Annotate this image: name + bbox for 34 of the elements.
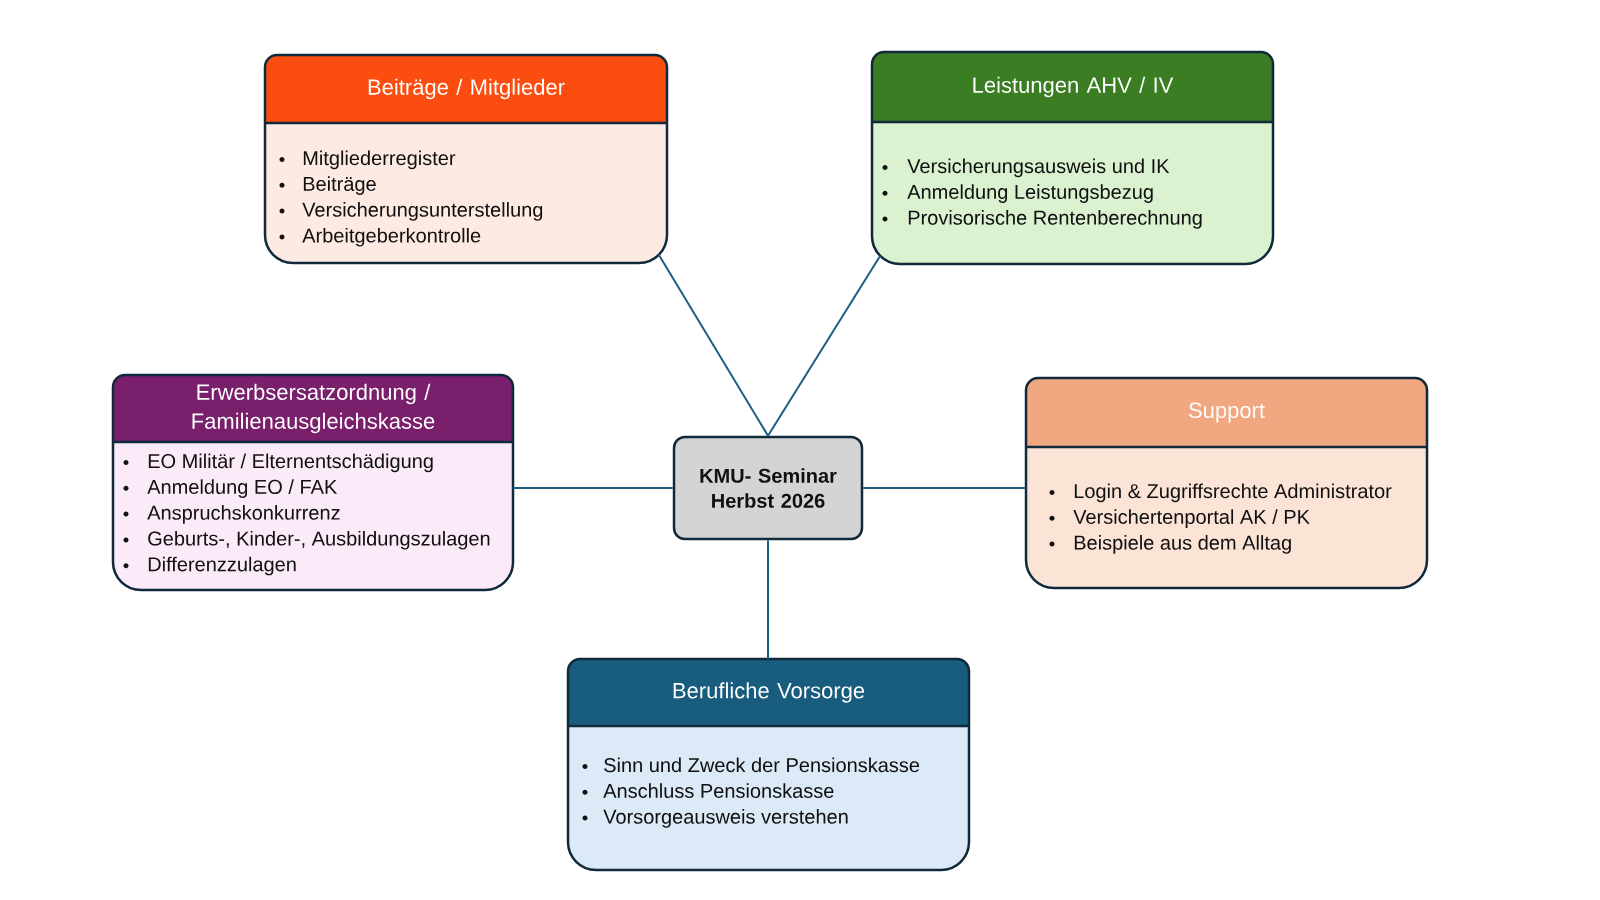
list-item: Anmeldung EO / FAK <box>147 479 338 498</box>
list-item: Anspruchskonkurrenz <box>147 505 340 524</box>
card-heading: Beiträge / Mitglieder <box>265 55 667 125</box>
connector-line <box>512 487 674 489</box>
list-item: EO Militär / Elternentschädigung <box>148 453 433 473</box>
list-item: Sinn und Zweck der Pensionskasse <box>604 757 920 773</box>
card-heading: Leistungen AHV / IV <box>872 52 1273 124</box>
connector-line <box>657 253 769 437</box>
list-item: Versicherungsausweis und IK <box>907 158 1170 178</box>
list-item: Differenzzulagen <box>148 556 296 576</box>
list-item: Versicherungsunterstellung <box>302 202 543 221</box>
list-item: Login & Zugriffsrechte Administrator <box>1074 483 1392 503</box>
card-heading: Berufliche Vorsorge <box>568 659 969 728</box>
list-item: Anmeldung Leistungsbezug <box>907 184 1153 203</box>
topic-card <box>111 373 515 592</box>
card-heading: Support <box>1026 378 1427 449</box>
topic-box: KMU- Seminar Herbst 2026 <box>672 435 864 541</box>
topic-card <box>870 50 1275 266</box>
list-item: Arbeitgeberkontrolle <box>302 227 481 247</box>
list-item: Versichertenportal AK / PK <box>1073 509 1310 528</box>
list-item: Provisorische Rentenberechnung <box>908 210 1202 229</box>
list-item: Mitgliederregister <box>303 150 456 170</box>
topic-card <box>566 657 971 872</box>
connector-line <box>767 254 882 437</box>
topic-card <box>1024 376 1429 590</box>
card-heading: Erwerbsersatzordnung / Familienausgleichskasse <box>113 375 513 444</box>
list-item: Geburts-, Kinder-, Ausbildungszulagen <box>148 530 490 550</box>
connector-line <box>862 487 1027 489</box>
topic-card <box>263 53 669 265</box>
list-item: Vorsorgeausweis verstehen <box>603 809 848 828</box>
list-item: Beiträge <box>303 176 376 195</box>
list-item: Beispiele aus dem Alltag <box>1074 535 1291 554</box>
connector-line <box>767 539 769 660</box>
list-item: Anschluss Pensionskasse <box>603 783 834 798</box>
